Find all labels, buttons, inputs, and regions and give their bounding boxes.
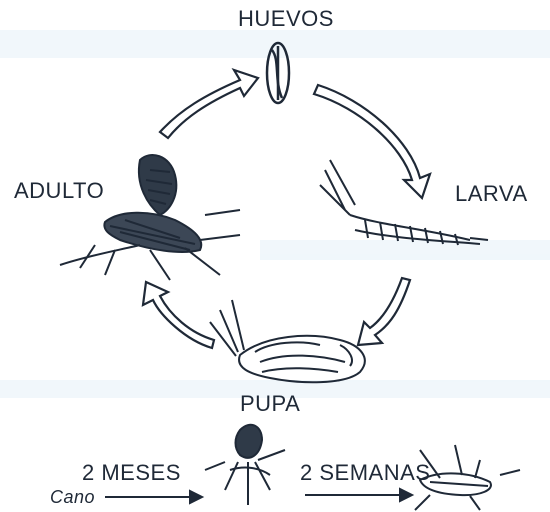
timeline-label-weeks: 2 SEMANAS [300, 462, 430, 484]
pupa-icon [210, 300, 365, 382]
arrow-pupa-to-adult [143, 282, 214, 348]
egg-cluster-icon [267, 43, 289, 103]
stage-label-adult: ADULTO [14, 180, 104, 202]
stage-label-larva: LARVA [455, 183, 528, 205]
corner-scribble: Cano [50, 488, 95, 506]
emerging-mosquito-icon [205, 425, 285, 505]
final-mosquito-icon [415, 445, 520, 510]
adult-mosquito-icon [60, 155, 240, 280]
timeline-label-months: 2 MESES [82, 462, 181, 484]
background-tint [0, 30, 550, 398]
stage-label-pupa: PUPA [240, 393, 300, 415]
arrow-larva-to-pupa [358, 278, 410, 345]
timeline-arrows [105, 489, 412, 503]
stage-label-eggs: HUEVOS [238, 8, 334, 30]
cycle-arrows [143, 70, 430, 348]
arrow-adult-to-eggs [160, 70, 258, 138]
